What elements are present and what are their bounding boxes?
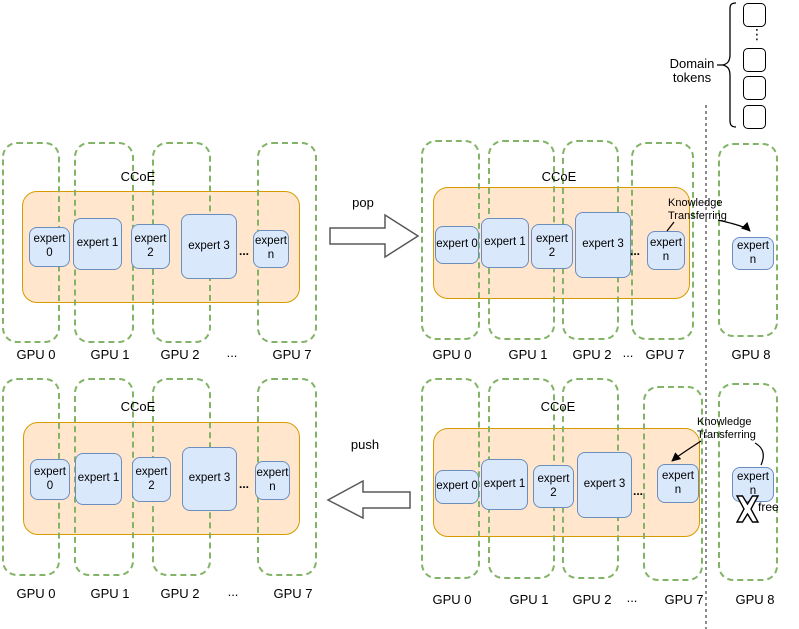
expert-box: expert 0 bbox=[435, 470, 479, 504]
expert-box: expert 2 bbox=[131, 224, 170, 269]
gpu-label: GPU 0 bbox=[16, 347, 56, 362]
push-arrow-icon bbox=[326, 479, 411, 520]
kt-line2: Transferring bbox=[697, 429, 756, 442]
push-label: push bbox=[350, 437, 380, 452]
gpu-column bbox=[631, 142, 694, 340]
ccoe-title: CCoE bbox=[120, 399, 156, 414]
domain-token bbox=[743, 48, 766, 72]
gpu-label: GPU 7 bbox=[664, 592, 704, 607]
ccoe-title: CCoE bbox=[541, 169, 577, 184]
gpu-label: GPU 1 bbox=[509, 592, 549, 607]
gpu-label: GPU 2 bbox=[160, 586, 200, 601]
gpu-column bbox=[421, 140, 480, 340]
gpu-labels-ellipsis: ... bbox=[227, 584, 239, 599]
free-label: free bbox=[758, 500, 779, 514]
expert-box: expert 0 bbox=[30, 459, 70, 500]
domain-token bbox=[743, 105, 766, 129]
gpu-labels-ellipsis: ... bbox=[626, 590, 638, 605]
gpu-label: GPU 0 bbox=[432, 592, 472, 607]
domain-token bbox=[743, 76, 766, 100]
knowledge-transferring-label: Knowledge Transferring bbox=[668, 197, 727, 224]
gpu-label: GPU 2 bbox=[572, 347, 612, 362]
gpu-label: GPU 8 bbox=[731, 347, 771, 362]
gpu-label: GPU 1 bbox=[90, 586, 130, 601]
gpu-column bbox=[643, 386, 703, 581]
gpu-label: GPU 2 bbox=[160, 347, 200, 362]
ccoe-title: CCoE bbox=[120, 169, 156, 184]
gpu-column bbox=[421, 378, 480, 579]
gpu-label: GPU 7 bbox=[645, 347, 685, 362]
vertical-ellipsis: ⋮ bbox=[750, 26, 764, 42]
expert-box: expert 2 bbox=[531, 224, 573, 269]
expert-box-gpu8: expert n bbox=[732, 467, 774, 502]
expert-box: expert 0 bbox=[435, 226, 479, 264]
gpu-label: GPU 1 bbox=[90, 347, 130, 362]
expert-box: expert n bbox=[647, 231, 685, 270]
gpu-label: GPU 0 bbox=[16, 586, 56, 601]
experts-ellipsis: ... bbox=[238, 244, 249, 258]
expert-box: expert 1 bbox=[73, 218, 122, 270]
domain-tokens-line2: tokens bbox=[672, 70, 712, 86]
expert-box: expert 2 bbox=[533, 465, 574, 508]
experts-ellipsis: ... bbox=[238, 477, 249, 491]
gpu-label: GPU 2 bbox=[572, 592, 612, 607]
expert-box: expert n bbox=[253, 230, 289, 268]
knowledge-transferring-label: Knowledge Transferring bbox=[697, 416, 756, 443]
expert-box: expert 3 bbox=[577, 452, 632, 518]
brace-icon bbox=[720, 2, 737, 128]
gpu-labels-ellipsis: ... bbox=[622, 345, 634, 360]
gpu-label: GPU 0 bbox=[432, 347, 472, 362]
domain-token bbox=[743, 3, 766, 27]
gpu-label: GPU 1 bbox=[508, 347, 548, 362]
expert-box: expert 1 bbox=[481, 218, 529, 268]
expert-box: expert n bbox=[657, 464, 699, 503]
gpu-column-gpu8 bbox=[718, 383, 778, 581]
expert-box: expert 3 bbox=[182, 447, 237, 511]
expert-box-gpu8: expert n bbox=[732, 237, 774, 270]
pop-label: pop bbox=[352, 195, 374, 210]
expert-box: expert 1 bbox=[75, 453, 122, 505]
experts-ellipsis: ... bbox=[629, 244, 640, 258]
expert-box: expert n bbox=[255, 461, 290, 500]
ccoe-title: CCoE bbox=[540, 399, 576, 414]
expert-box: expert 3 bbox=[575, 212, 631, 278]
expert-box: expert 3 bbox=[181, 214, 237, 279]
gpu-label: GPU 7 bbox=[273, 586, 313, 601]
gpu-labels-ellipsis: ... bbox=[226, 345, 238, 360]
gpu-label: GPU 8 bbox=[735, 592, 775, 607]
kt-line1: Knowledge bbox=[697, 416, 752, 428]
expert-box: expert 2 bbox=[132, 457, 171, 502]
kt-line1: Knowledge bbox=[668, 197, 723, 209]
expert-box: expert 1 bbox=[481, 459, 528, 510]
experts-ellipsis: ... bbox=[632, 484, 643, 498]
domain-tokens-line1: Domain bbox=[669, 56, 715, 71]
gpu-column-gpu8 bbox=[718, 143, 778, 337]
expert-box: expert 0 bbox=[29, 227, 70, 267]
domain-tokens-label: Domain tokens bbox=[666, 56, 718, 86]
gpu-label: GPU 7 bbox=[272, 347, 312, 362]
pop-arrow-icon bbox=[329, 213, 420, 259]
kt-line2: Transferring bbox=[668, 210, 727, 223]
